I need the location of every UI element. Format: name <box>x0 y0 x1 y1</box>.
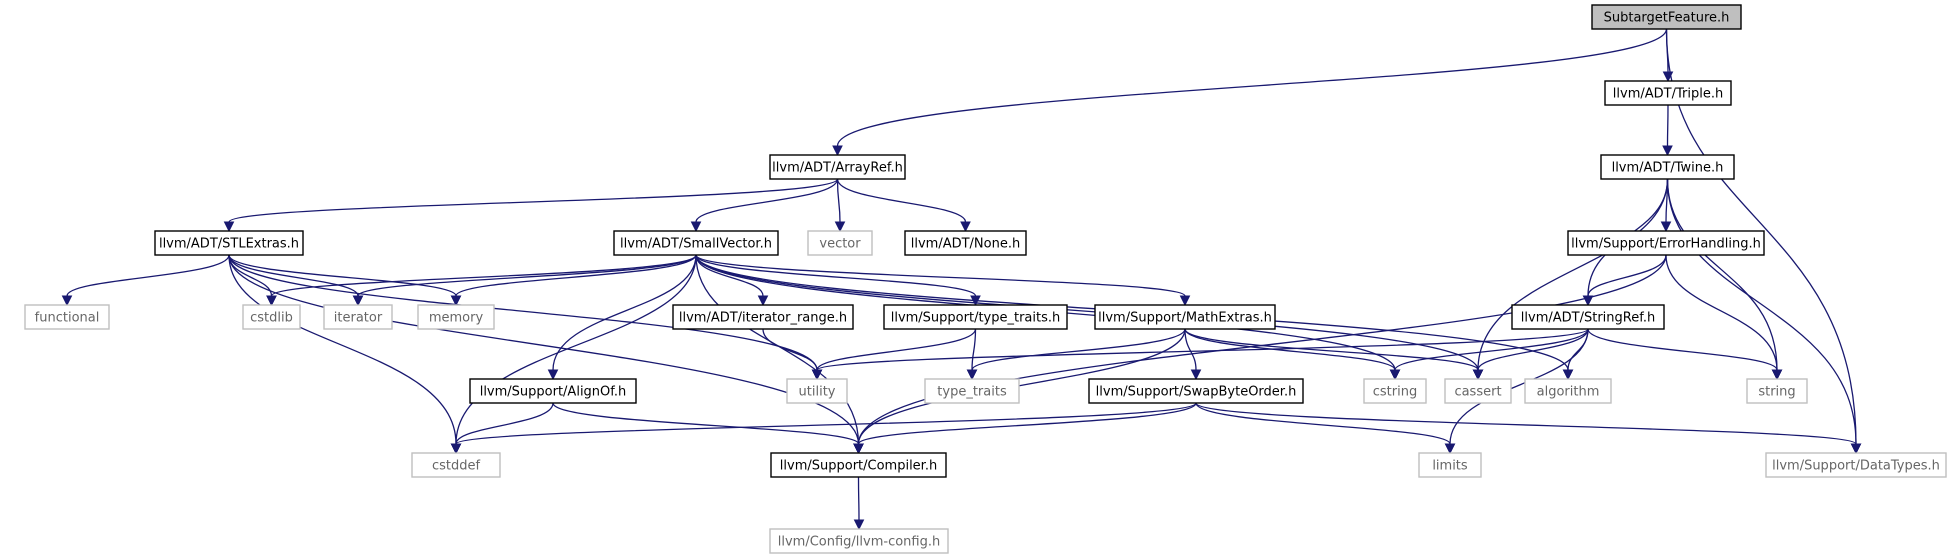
node-triple[interactable]: llvm/ADT/Triple.h <box>1604 80 1732 106</box>
node-label: functional <box>35 311 100 326</box>
edge-smallvector-to-iterator_range <box>695 254 769 307</box>
edge-triple-to-twine <box>1662 104 1673 157</box>
node-utility: utility <box>786 378 848 404</box>
edge-smallvector-to-mathextras <box>695 254 1191 307</box>
node-label: llvm/ADT/SmallVector.h <box>620 237 772 252</box>
node-label: memory <box>429 311 484 326</box>
node-label: llvm/ADT/iterator_range.h <box>679 311 847 326</box>
node-subtarget[interactable]: SubtargetFeature.h <box>1591 4 1742 30</box>
node-stlextras[interactable]: llvm/ADT/STLExtras.h <box>154 230 304 256</box>
node-algorithm: algorithm <box>1524 378 1612 404</box>
node-label: cassert <box>1454 385 1501 400</box>
node-label: llvm/ADT/StringRef.h <box>1521 311 1655 326</box>
edge-twine-to-cassert <box>1472 178 1669 381</box>
edge-smallvector-to-cstdlib <box>266 254 697 307</box>
edge-swapbyteorder-to-compiler <box>853 402 1197 455</box>
node-label: SubtargetFeature.h <box>1604 11 1730 26</box>
node-compiler[interactable]: llvm/Support/Compiler.h <box>770 452 947 478</box>
edge-stringref-to-cstring <box>1389 328 1589 381</box>
node-label: cstdlib <box>250 311 293 326</box>
node-label: llvm/Support/type_traits.h <box>891 311 1061 326</box>
edge-twine-to-string <box>1666 178 1783 381</box>
node-label: type_traits <box>937 385 1007 400</box>
node-memory: memory <box>417 304 495 330</box>
node-label: llvm/Support/AlignOf.h <box>480 385 627 400</box>
node-label: llvm/ADT/ArrayRef.h <box>772 161 903 176</box>
node-label: llvm/Support/MathExtras.h <box>1098 311 1272 326</box>
node-label: string <box>1758 385 1795 400</box>
edge-swapbyteorder-to-limits <box>1195 402 1456 455</box>
edge-type_traits_h-to-utility <box>811 328 977 381</box>
node-label: limits <box>1432 459 1468 474</box>
edge-smallvector-to-memory <box>450 254 697 307</box>
node-label: llvm/Support/SwapByteOrder.h <box>1096 385 1297 400</box>
node-cstddef: cstddef <box>411 452 501 478</box>
edge-arrayref-to-none <box>836 178 971 233</box>
node-errorhandling[interactable]: llvm/Support/ErrorHandling.h <box>1567 230 1765 256</box>
node-smallvector[interactable]: llvm/ADT/SmallVector.h <box>613 230 779 256</box>
node-swapbyteorder[interactable]: llvm/Support/SwapByteOrder.h <box>1088 378 1304 404</box>
node-type_traits_h[interactable]: llvm/Support/type_traits.h <box>883 304 1068 330</box>
edge-smallvector-to-alignof <box>547 254 697 381</box>
node-label: utility <box>799 385 836 400</box>
node-label: llvm/ADT/None.h <box>911 237 1020 252</box>
node-type_traits: type_traits <box>924 378 1020 404</box>
edge-swapbyteorder-to-datatypes <box>1195 402 1862 455</box>
node-label: cstddef <box>432 459 481 474</box>
node-label: llvm/Config/llvm-config.h <box>778 535 940 550</box>
node-none[interactable]: llvm/ADT/None.h <box>904 230 1027 256</box>
node-vector: vector <box>807 230 873 256</box>
edge-stringref-to-string <box>1587 328 1783 381</box>
node-label: llvm/ADT/Twine.h <box>1612 161 1724 176</box>
edge-layer <box>61 28 1862 531</box>
edge-stlextras-to-functional <box>61 254 230 307</box>
node-mathextras[interactable]: llvm/Support/MathExtras.h <box>1094 304 1276 330</box>
node-label: llvm/Support/Compiler.h <box>780 459 937 474</box>
edge-compiler-to-llvmconfig <box>853 476 865 531</box>
edge-errorhandling-to-stringref <box>1582 254 1667 307</box>
edge-arrayref-to-smallvector <box>690 178 839 233</box>
node-iterator_range[interactable]: llvm/ADT/iterator_range.h <box>672 304 854 330</box>
node-cassert: cassert <box>1444 378 1512 404</box>
node-stringref[interactable]: llvm/ADT/StringRef.h <box>1511 304 1665 330</box>
edge-stlextras-to-compiler <box>228 254 864 455</box>
edge-arrayref-to-vector <box>834 178 846 233</box>
node-label: algorithm <box>1537 385 1600 400</box>
edge-twine-to-errorhandling <box>1660 178 1672 233</box>
edge-smallvector-to-cstddef <box>450 254 697 455</box>
node-label: llvm/ADT/Triple.h <box>1613 87 1723 102</box>
edge-arrayref-to-stlextras <box>223 178 839 233</box>
node-functional: functional <box>24 304 110 330</box>
edge-stringref-to-cassert <box>1472 328 1589 381</box>
node-label: llvm/Support/DataTypes.h <box>1772 459 1940 474</box>
edge-mathextras-to-type_traits <box>966 328 1186 381</box>
edge-stringref-to-utility <box>811 328 1589 381</box>
node-label: iterator <box>334 311 383 326</box>
node-label: llvm/Support/ErrorHandling.h <box>1571 237 1761 252</box>
edge-subtarget-to-arrayref <box>832 28 1668 157</box>
node-label: vector <box>819 237 861 252</box>
node-limits: limits <box>1418 452 1482 478</box>
node-layer: SubtargetFeature.h llvm/ADT/Triple.h llvm/… <box>24 4 1947 554</box>
edge-smallvector-to-iterator <box>352 254 697 307</box>
node-datatypes: llvm/Support/DataTypes.h <box>1765 452 1947 478</box>
node-cstdlib: cstdlib <box>242 304 301 330</box>
node-iterator: iterator <box>323 304 393 330</box>
node-label: llvm/ADT/STLExtras.h <box>159 237 299 252</box>
edge-swapbyteorder-to-cstddef <box>450 402 1197 455</box>
node-arrayref[interactable]: llvm/ADT/ArrayRef.h <box>769 154 906 180</box>
node-llvmconfig: llvm/Config/llvm-config.h <box>769 528 949 554</box>
node-string: string <box>1746 378 1808 404</box>
node-cstring: cstring <box>1363 378 1427 404</box>
node-twine[interactable]: llvm/ADT/Twine.h <box>1600 154 1735 180</box>
node-label: cstring <box>1373 385 1417 400</box>
node-alignof[interactable]: llvm/Support/AlignOf.h <box>469 378 637 404</box>
